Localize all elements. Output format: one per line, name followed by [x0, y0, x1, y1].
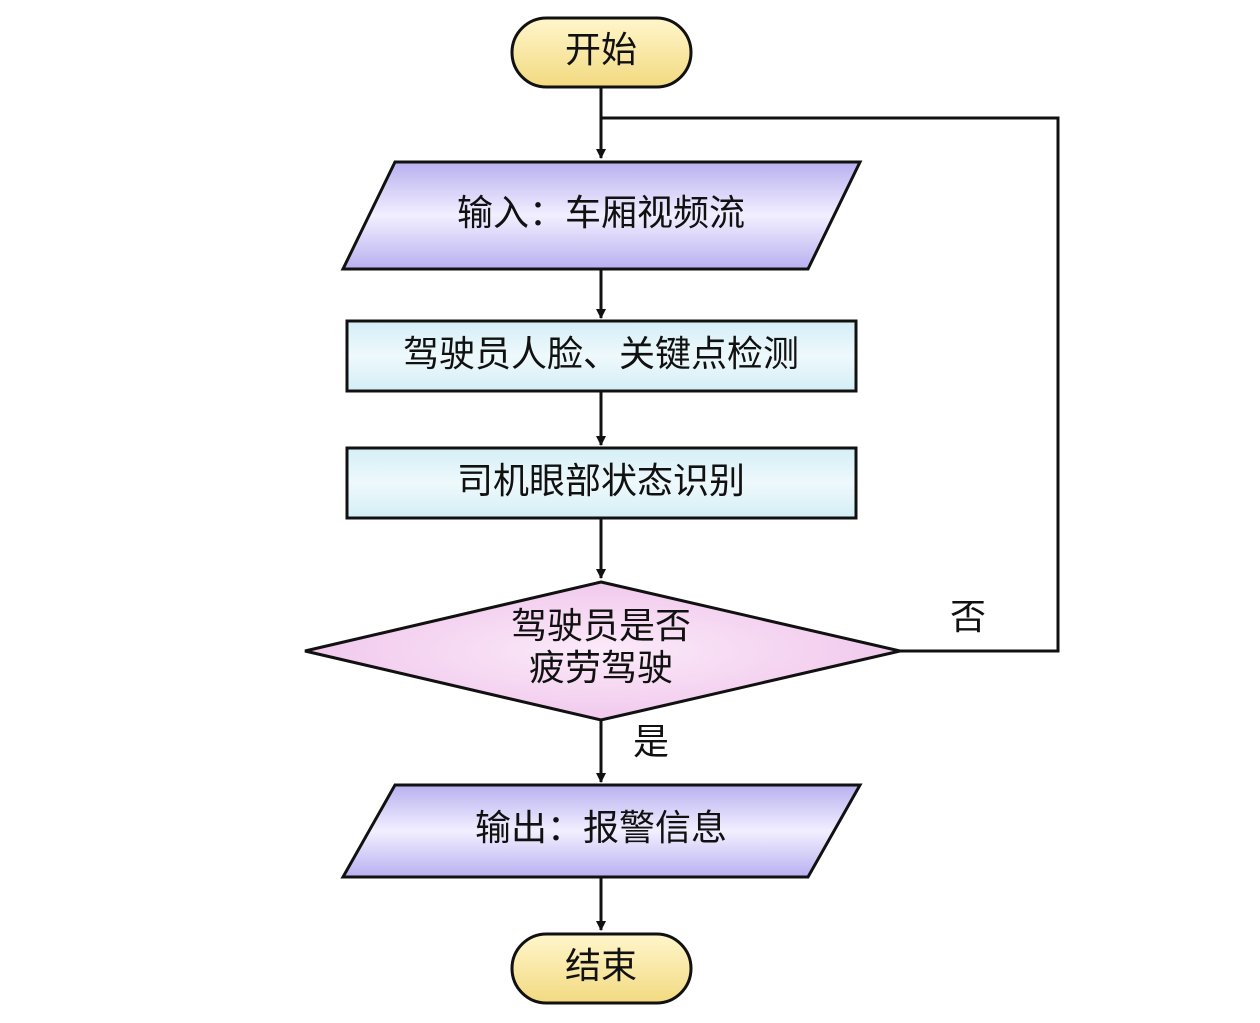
eye-state-label: 司机眼部状态识别 — [457, 461, 745, 502]
output-label: 输出：报警信息 — [475, 808, 727, 849]
edge-label-no: 否 — [950, 597, 986, 638]
output-node: 输出：报警信息 — [340, 783, 863, 879]
start-shape — [510, 16, 693, 89]
eye-state-shape — [345, 446, 858, 520]
edge-decision-no-loop — [601, 116, 1060, 653]
input-shape — [340, 160, 863, 271]
input-label: 输入：车厢视频流 — [457, 193, 745, 234]
detect-shape — [345, 319, 858, 393]
decision-label-line2: 疲劳驾驶 — [529, 648, 673, 689]
end-node: 结束 — [510, 932, 693, 1005]
detect-label: 驾驶员人脸、关键点检测 — [403, 334, 799, 375]
start-label: 开始 — [565, 30, 637, 71]
end-label: 结束 — [565, 946, 637, 987]
output-shape — [340, 783, 863, 879]
decision-label-line1: 驾驶员是否 — [511, 606, 691, 647]
input-node: 输入：车厢视频流 — [340, 160, 863, 271]
eye-state-node: 司机眼部状态识别 — [345, 446, 858, 520]
end-shape — [510, 932, 693, 1005]
decision-node: 驾驶员是否 疲劳驾驶 — [304, 580, 901, 722]
decision-shape — [304, 580, 901, 722]
detect-node: 驾驶员人脸、关键点检测 — [345, 319, 858, 393]
edge-label-yes: 是 — [633, 722, 669, 763]
connectors — [596, 88, 1060, 931]
start-node: 开始 — [510, 16, 693, 89]
